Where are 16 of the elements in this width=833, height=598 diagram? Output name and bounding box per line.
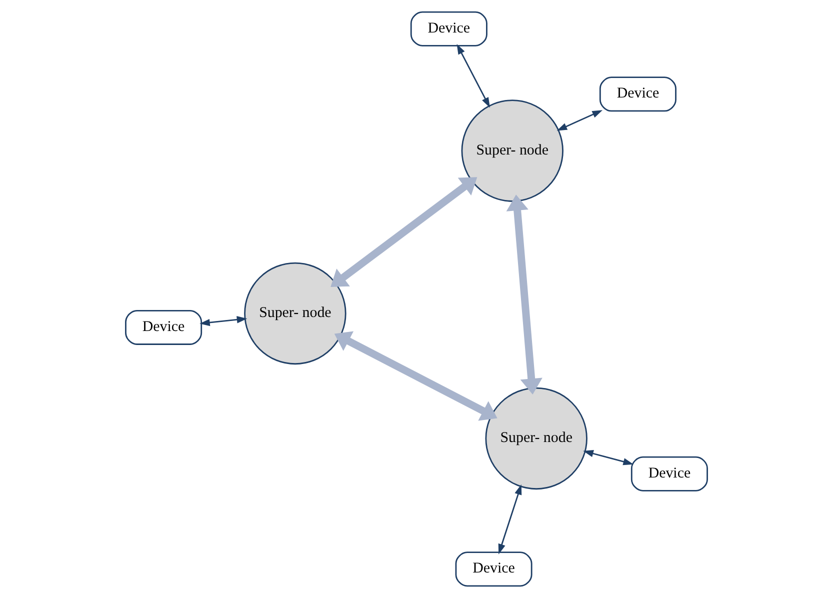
arrow <box>556 110 603 131</box>
arrow <box>334 331 498 421</box>
arrow <box>498 484 522 554</box>
arrow <box>583 450 634 466</box>
arrow <box>330 177 478 287</box>
node-circle: Super- node <box>461 100 564 202</box>
node-box: Device <box>125 310 202 345</box>
arrow <box>456 44 490 108</box>
node-box: Device <box>410 11 488 46</box>
node-circle: Super- node <box>244 262 346 365</box>
node-box: Device <box>630 456 708 492</box>
node-box: Device <box>455 552 532 587</box>
arrow <box>506 194 542 394</box>
node-box: Device <box>599 76 676 112</box>
arrow <box>200 316 248 326</box>
node-circle: Super- node <box>485 387 588 490</box>
